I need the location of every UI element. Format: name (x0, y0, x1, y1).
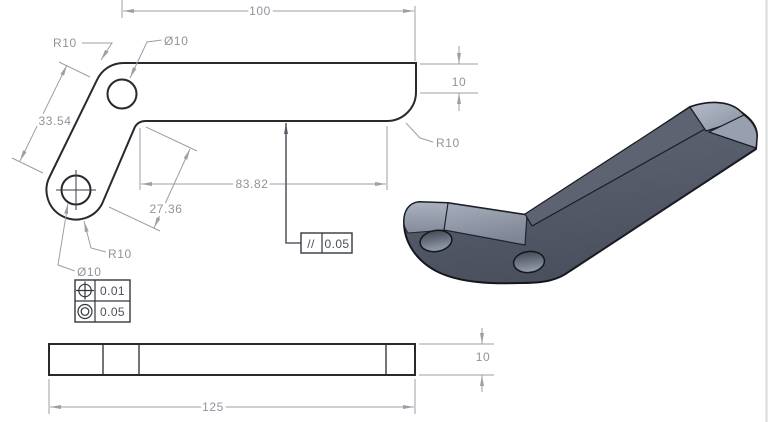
bottom-view[interactable] (48, 343, 416, 376)
fcf-concentricity-value[interactable]: 0.05 (100, 305, 125, 319)
iso-bend-wall-highlight (443, 202, 528, 246)
iso-view[interactable] (403, 101, 758, 285)
iso-bottom-edge-line (575, 151, 752, 268)
parallelism-symbol: // (307, 237, 315, 251)
concentricity-symbol (77, 303, 93, 320)
fcf-stack[interactable]: 0.01 0.05 (74, 279, 131, 323)
iso-end-cap-side (708, 114, 758, 149)
dim-inner-horizontal-label[interactable]: 83.82 (232, 174, 270, 194)
dim-corner-radius-top-left-label[interactable]: R10 (50, 33, 79, 53)
fcf-parallelism[interactable]: // 0.05 (284, 123, 353, 254)
dim-outer-edge[interactable]: 33.54 (11, 61, 91, 174)
dim-boss-radius[interactable]: R10 (83, 220, 134, 264)
top-hole (106, 78, 138, 110)
iso-hole-right (512, 250, 546, 274)
dim-inner-edge-label[interactable]: 27.36 (146, 199, 184, 219)
boss-hole-centerlines (56, 170, 96, 210)
dim-thickness-label[interactable]: 10 (473, 347, 493, 367)
dim-overall-top[interactable]: 100 (121, 0, 416, 61)
front-view-outline (45, 62, 417, 221)
fcf-position-value[interactable]: 0.01 (100, 284, 125, 298)
dim-overall-top-label[interactable]: 100 (246, 1, 273, 21)
dim-arm-thickness-label[interactable]: 10 (449, 72, 469, 92)
dim-hole-top[interactable]: Ø10 (129, 31, 191, 79)
dim-hole-boss-label[interactable]: Ø10 (74, 262, 104, 282)
dim-inner-edge[interactable]: 27.36 (108, 126, 198, 232)
dim-thickness[interactable]: 10 (419, 328, 494, 392)
dim-arm-thickness[interactable]: 10 (420, 46, 478, 111)
dim-hole-boss[interactable]: Ø10 (57, 202, 104, 282)
bottom-view-outline (48, 343, 416, 376)
fcf-parallelism-value[interactable]: 0.05 (325, 237, 350, 251)
dim-hole-top-label[interactable]: Ø10 (161, 31, 191, 51)
front-view[interactable] (45, 62, 417, 221)
iso-left-end-highlight (403, 201, 449, 234)
dim-overall-length[interactable]: 125 (48, 379, 416, 417)
dim-corner-radius-right-label[interactable]: R10 (433, 133, 462, 153)
bottom-view-tangent-edges (102, 344, 387, 375)
position-symbol (76, 281, 94, 300)
front-view-dimensions: 100 10 R10 Ø10 33.54 27.36 (11, 0, 478, 323)
dim-boss-radius-label[interactable]: R10 (105, 244, 134, 264)
bottom-view-dimensions: 125 10 (48, 328, 494, 417)
dim-overall-length-label[interactable]: 125 (199, 397, 226, 417)
dim-outer-edge-label[interactable]: 33.54 (35, 111, 73, 131)
dim-corner-radius-right[interactable]: R10 (405, 122, 462, 153)
dim-inner-horizontal[interactable]: 83.82 (139, 126, 388, 194)
dim-corner-radius-top-left[interactable]: R10 (50, 33, 113, 61)
iso-hole-left (419, 229, 453, 253)
